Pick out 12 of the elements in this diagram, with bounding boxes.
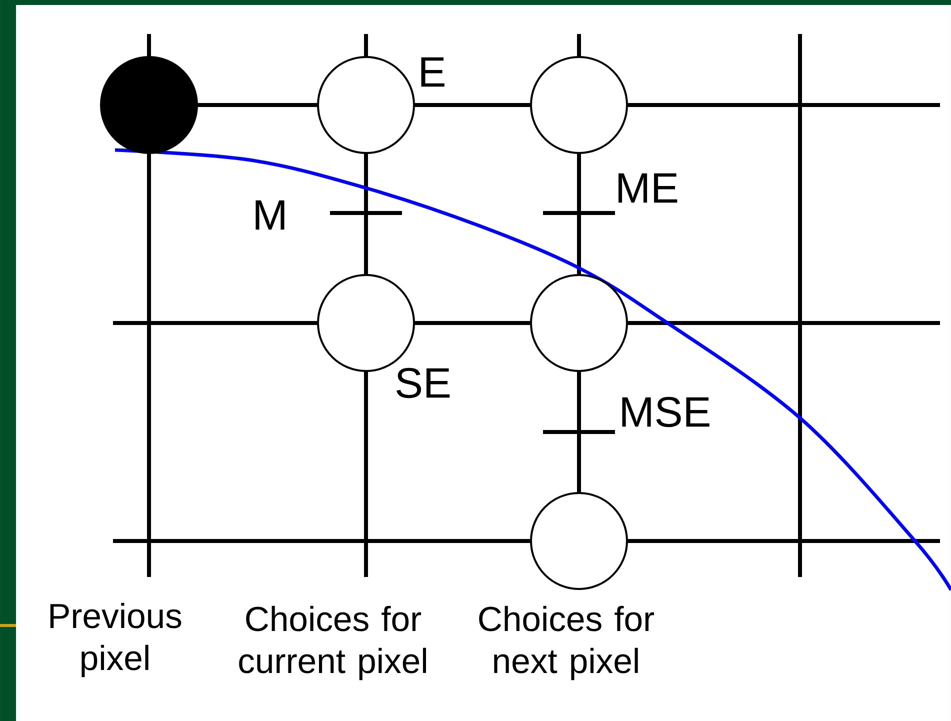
point-label: E [421, 57, 444, 87]
pixel-circle [530, 274, 628, 372]
pixel-circle [317, 56, 415, 154]
point-label: M [256, 200, 284, 230]
point-label: MSE [622, 396, 710, 428]
axis-caption: Choices for current pixel [239, 606, 426, 680]
pixel-circle [530, 492, 628, 590]
axis-caption: Previous pixel [50, 602, 182, 678]
pixel-circle [100, 56, 198, 154]
point-label: ME [618, 173, 678, 203]
point-label: SE [396, 368, 450, 398]
pixel-circle [530, 56, 628, 154]
